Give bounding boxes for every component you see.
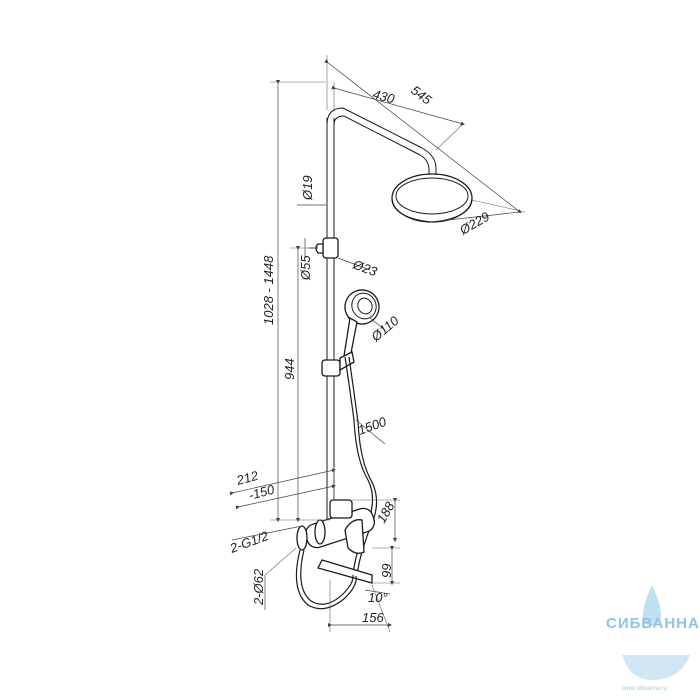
overhead-arm <box>326 107 437 180</box>
dim-430: 430 <box>371 86 397 106</box>
dim-holder-diameter: Ø55 <box>298 255 313 281</box>
dim-hose-length: 1500 <box>356 414 389 438</box>
bathtub-icon <box>622 655 690 680</box>
dim-slide-height: 944 <box>282 358 297 380</box>
dimension-labels: 545 430 Ø229 Ø19 Ø55 Ø23 Ø110 1028 - 144… <box>227 82 492 625</box>
shower-assembly <box>295 107 473 610</box>
dim-spout-length: 156 <box>362 610 384 625</box>
dim-99: 99 <box>379 564 394 578</box>
slide-bracket <box>321 351 355 377</box>
dim-pipe-diameter: Ø19 <box>300 175 315 201</box>
dim-bar-diameter: Ø23 <box>350 256 380 279</box>
watermark-url: www.sibvanna.ru <box>621 686 667 692</box>
dim-545: 545 <box>408 82 435 107</box>
mixer-body <box>295 499 376 610</box>
rain-shower-head <box>391 173 473 223</box>
dim-centers: -150 <box>247 481 277 502</box>
watermark-logo: СИБВАННА www.sibvanna.ru <box>606 585 700 692</box>
dim-188: 188 <box>374 499 398 526</box>
riser-pipe <box>326 118 335 520</box>
dimension-lines <box>229 55 526 633</box>
water-drop-icon <box>643 585 661 626</box>
dim-212: 212 <box>234 468 261 489</box>
dim-connection-thread: 2-G1/2 <box>227 528 271 556</box>
dim-height-range: 1028 - 1448 <box>261 255 276 325</box>
hand-shower <box>343 289 380 359</box>
dim-flange-diameter: 2-Ø62 <box>251 568 266 606</box>
watermark-brand: СИБВАННА <box>606 615 700 632</box>
dim-spout-angle: 10° <box>368 590 388 605</box>
